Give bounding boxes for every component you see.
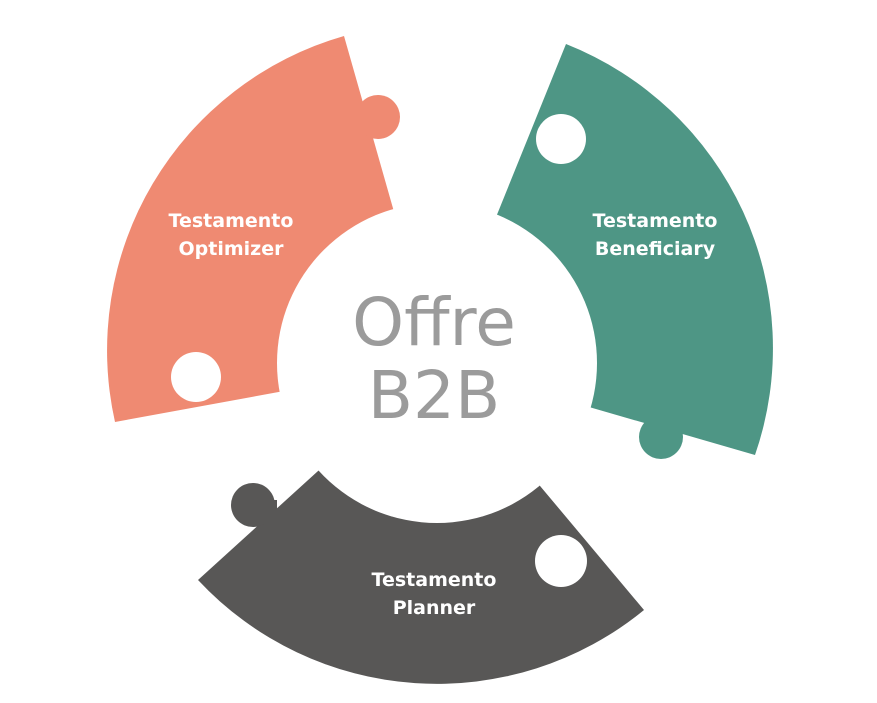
center-title-line1: Offre — [352, 284, 516, 361]
optimizer-label-line2: Optimizer — [179, 238, 285, 260]
segment-optimizer — [107, 36, 438, 422]
center-title-line2: B2B — [368, 357, 501, 434]
optimizer-label-line1: Testamento — [169, 210, 294, 232]
segment-beneficiary — [437, 44, 773, 455]
planner-label-line1: Testamento — [372, 569, 497, 591]
segment-planner — [198, 363, 644, 684]
beneficiary-label-line2: Beneficiary — [595, 238, 716, 260]
planner-tab-neck — [255, 500, 277, 524]
planner-label-line2: Planner — [393, 597, 476, 619]
beneficiary-tab-neck — [650, 417, 672, 435]
optimizer-tab-neck — [355, 106, 375, 128]
beneficiary-label-line1: Testamento — [593, 210, 718, 232]
